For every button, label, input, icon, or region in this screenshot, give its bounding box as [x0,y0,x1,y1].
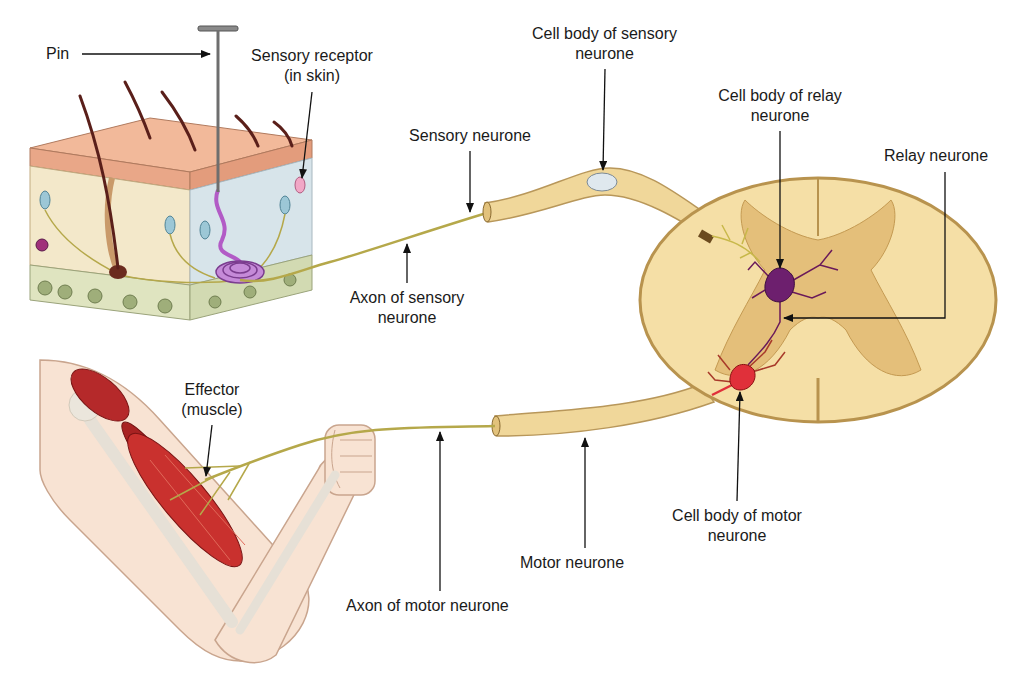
motor-axon [205,426,495,480]
relay-dendrites [748,250,838,365]
hair [236,116,258,146]
motor-dendrites [708,340,785,395]
receptor-coil [223,262,257,278]
pin-head [198,26,238,31]
leader-line [779,131,780,268]
leader-line [206,425,212,476]
nerve-fibre [45,210,240,282]
leader-line [603,69,605,170]
receptor [40,191,50,209]
receptor [165,216,175,234]
hair [274,122,292,146]
arm [40,359,375,662]
receptor-coil [230,263,250,273]
receptor [280,196,290,214]
leader-line [406,244,407,283]
fat-cell [58,285,72,299]
part-label: Axon of motor neurone [346,596,526,616]
part-label: Sensory receptor (in skin) [242,46,382,86]
fingers [332,430,372,488]
leader-line [737,392,740,501]
relay-axon [748,300,780,365]
hair [80,96,118,268]
hair [162,92,195,150]
sensory-axon [240,212,490,281]
receptor [200,221,210,239]
fat-cell [88,289,102,303]
leader-line [584,438,585,548]
part-label: Cell body of motor neurone [662,506,812,546]
leader-line [469,151,470,212]
part-label: Cell body of relay neurone [705,86,855,126]
hair [125,82,150,138]
deltoid-muscle [62,359,137,430]
motor-cell-body [730,364,755,390]
ventral-fissure [817,378,820,422]
ventral-root [495,384,714,436]
leader-line [439,432,440,591]
fat-cell [38,281,52,295]
part-label: Motor neurone [520,553,640,573]
hairs [80,82,292,268]
terminal-branch [712,236,760,262]
nerve-fibre [170,234,215,278]
skin-block [30,26,312,320]
motor-end-branches [170,462,250,515]
part-label: Cell body of sensory neurone [522,24,687,64]
fat-cell [244,286,256,298]
part-label: Effector (muscle) [172,380,252,420]
skin-receptors [40,191,290,239]
motor-axon-start [712,385,732,395]
leader-line [302,92,312,178]
leader-line [82,53,210,54]
sweat-gland [36,239,48,251]
forearm-bones [240,475,335,630]
leader-line [784,172,945,318]
part-label: Pin [46,44,86,64]
sensory-terminal [712,225,760,262]
root-entry [700,233,712,240]
part-label: Axon of sensory neurone [342,288,472,328]
relay-cell-body [765,268,794,302]
part-label: Sensory neurone [405,126,535,146]
terminal-branch [722,225,752,258]
receptor [295,177,305,193]
fat-cell [209,296,221,308]
spinal-cord [640,178,996,422]
fat-layer [30,265,190,320]
fat-cell [158,299,172,313]
receptor-fibre [216,190,240,262]
leader-lines [82,54,945,591]
part-label: Relay neurone [884,146,1004,166]
skin-nerve-fibres [45,210,285,282]
pin-shaft [217,31,220,192]
fat-cell [123,295,137,309]
fat-layer [190,255,312,320]
sensory-cell-body [587,173,617,191]
biceps-muscle [114,421,257,580]
nerve-cut-end [483,202,491,222]
dorsal-septum [817,178,819,236]
